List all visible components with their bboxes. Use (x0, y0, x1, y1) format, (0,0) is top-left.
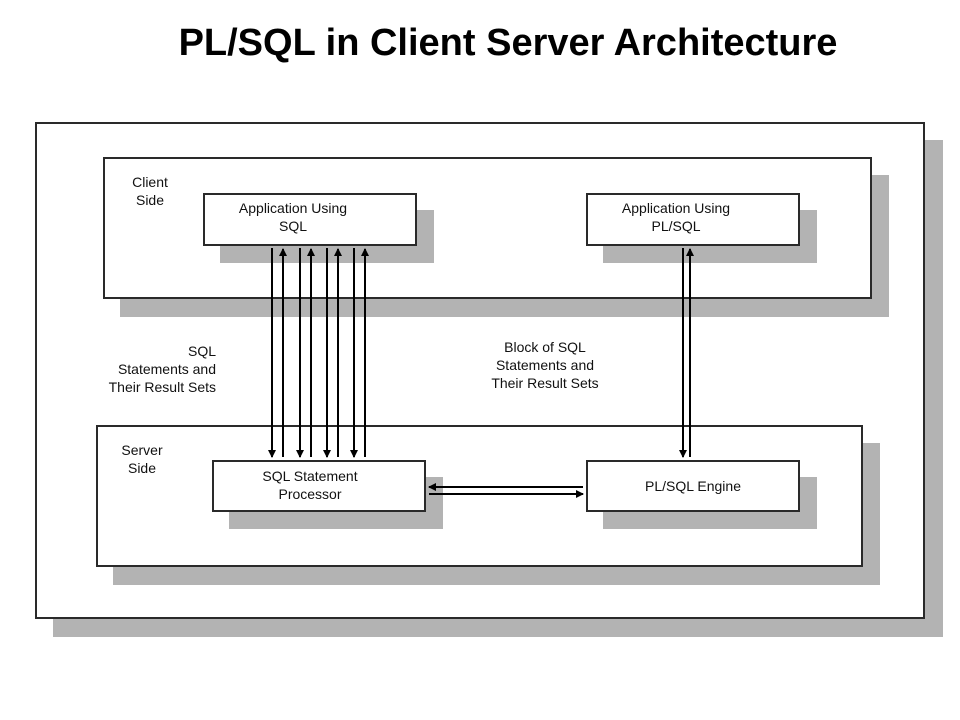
app-using-sql-box (203, 193, 417, 246)
server-side-label: Server Side (121, 442, 163, 476)
plsql-engine-label: PL/SQL Engine (645, 478, 741, 494)
client-side-label: Client Side (132, 174, 168, 208)
app-using-plsql-label: Application Using PL/SQL (621, 200, 731, 234)
block-of-sql-annotation: Block of SQL Statements and Their Result… (491, 339, 599, 391)
plsql-engine-box (586, 460, 800, 512)
app-using-sql-label: Application Using SQL (238, 200, 348, 234)
sql-statement-processor-box (212, 460, 426, 512)
page-title: PL/SQL in Client Server Architecture (178, 22, 838, 64)
app-using-plsql-box (586, 193, 800, 246)
sql-statements-annotation: SQL Statements and Their Result Sets (108, 343, 216, 395)
sql-statement-processor-label: SQL Statement Processor (262, 468, 358, 502)
